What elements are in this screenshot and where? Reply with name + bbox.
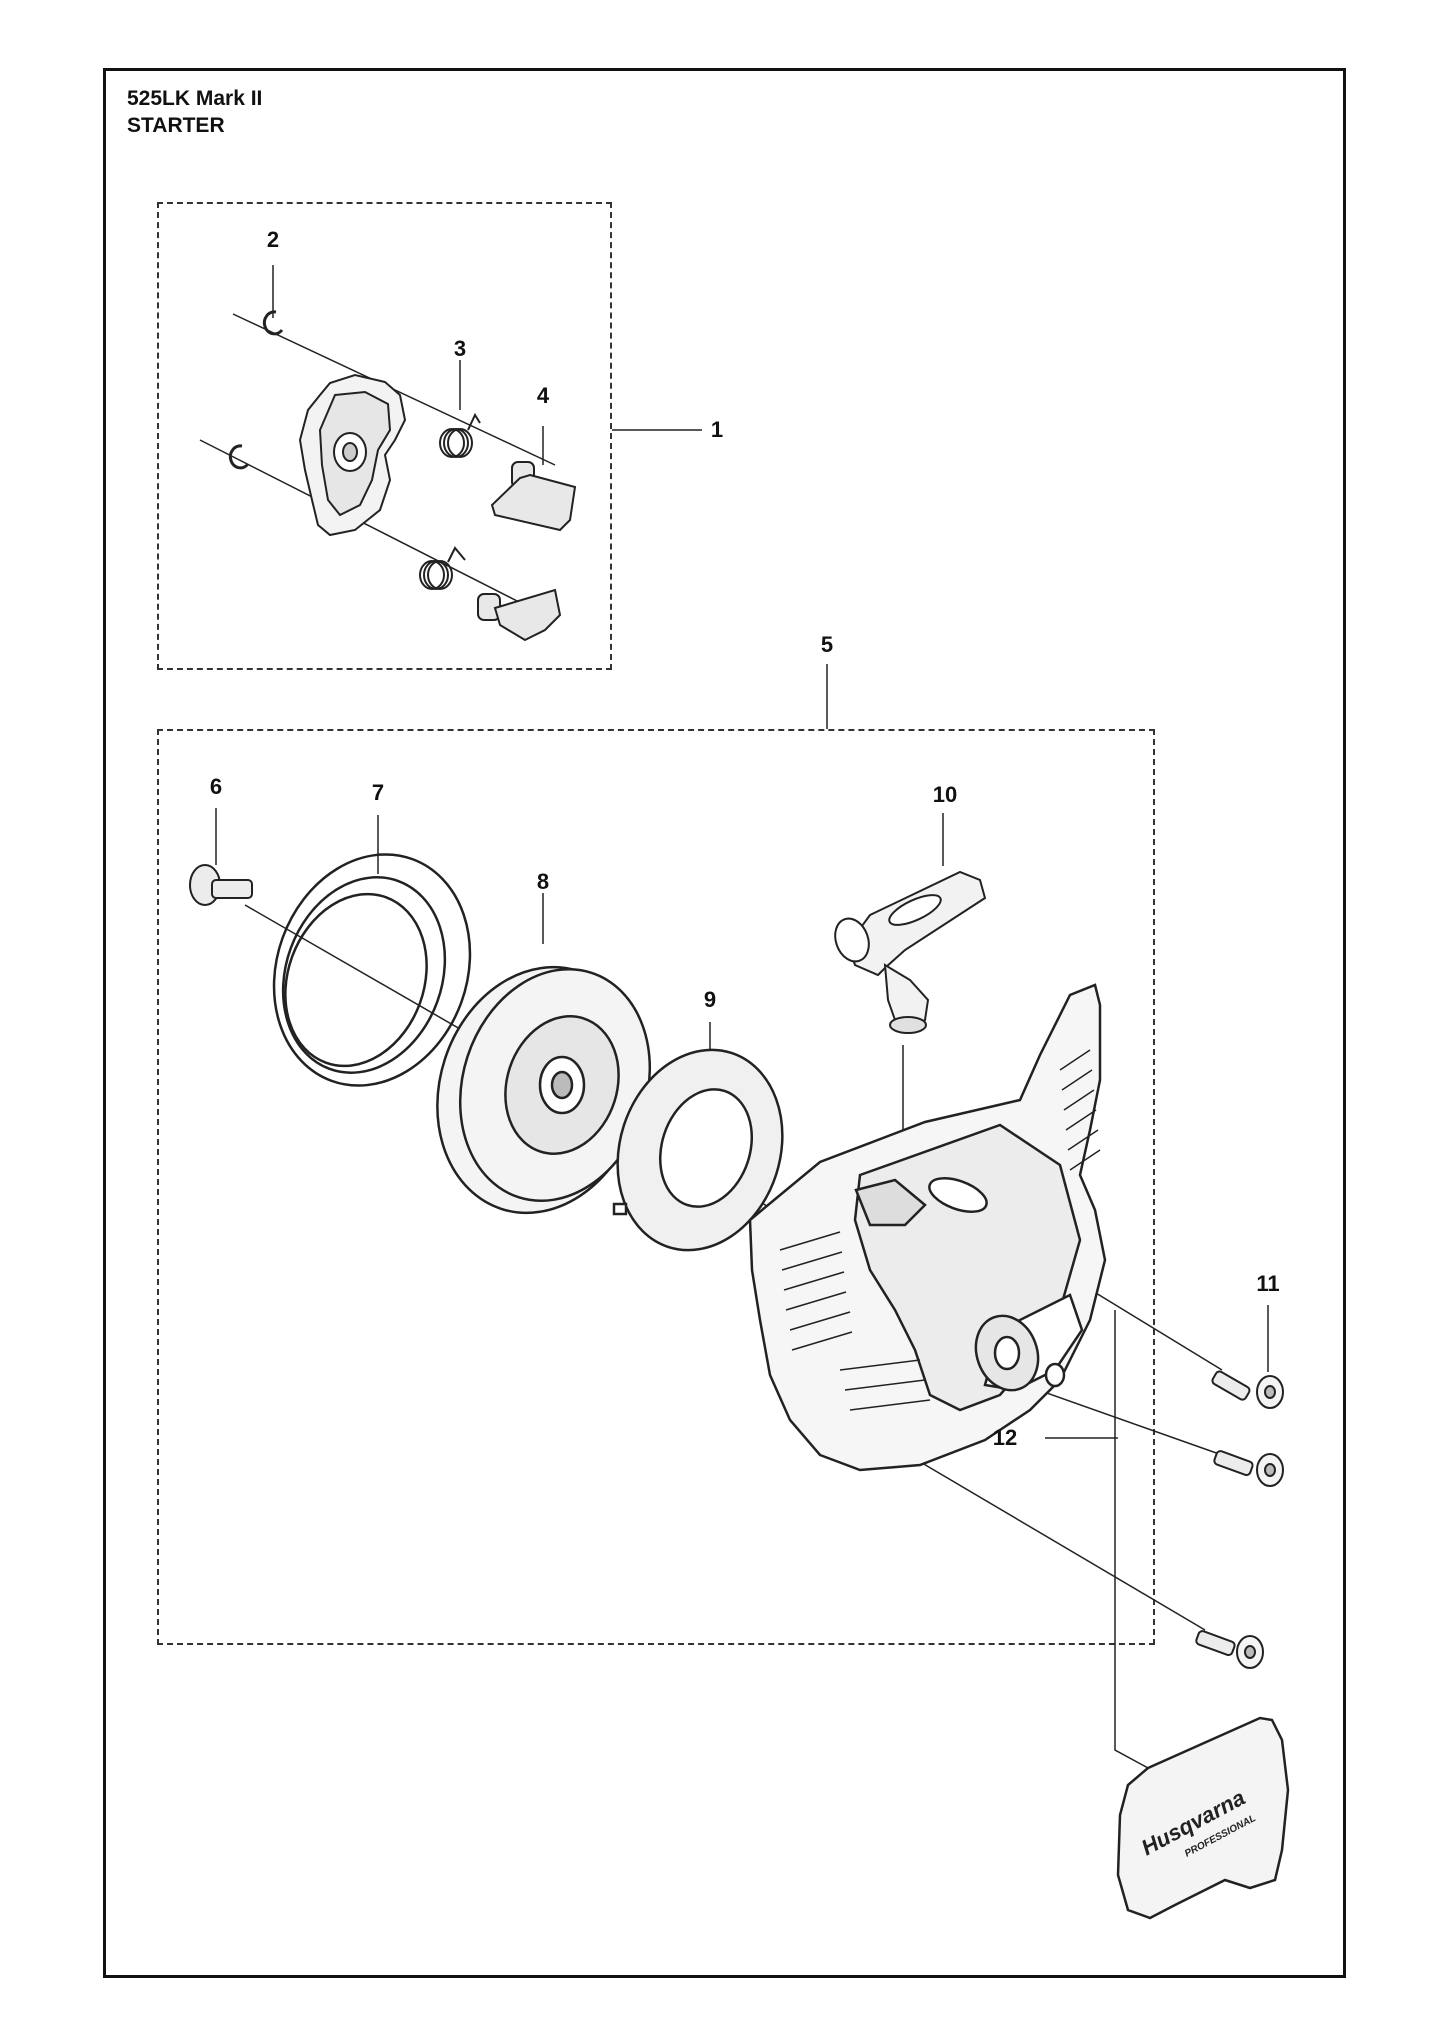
- callout-1: 1: [710, 417, 724, 442]
- callout-3: 3: [453, 336, 467, 361]
- page-frame: [103, 68, 1346, 1978]
- callout-11: 11: [1256, 1271, 1280, 1296]
- callout-8: 8: [536, 869, 550, 894]
- callout-2: 2: [266, 227, 280, 252]
- callout-12: 12: [992, 1425, 1018, 1450]
- assembly-1-box: [157, 202, 612, 670]
- callout-9: 9: [703, 987, 717, 1012]
- section-title: STARTER: [127, 114, 225, 137]
- callout-4: 4: [536, 383, 550, 408]
- assembly-5-box: [157, 729, 1155, 1645]
- callout-6: 6: [209, 774, 223, 799]
- callout-10: 10: [932, 782, 958, 807]
- callout-5: 5: [820, 632, 834, 657]
- model-title: 525LK Mark II: [127, 87, 263, 110]
- callout-7: 7: [371, 780, 385, 805]
- page-header: 525LK Mark II STARTER: [127, 85, 262, 139]
